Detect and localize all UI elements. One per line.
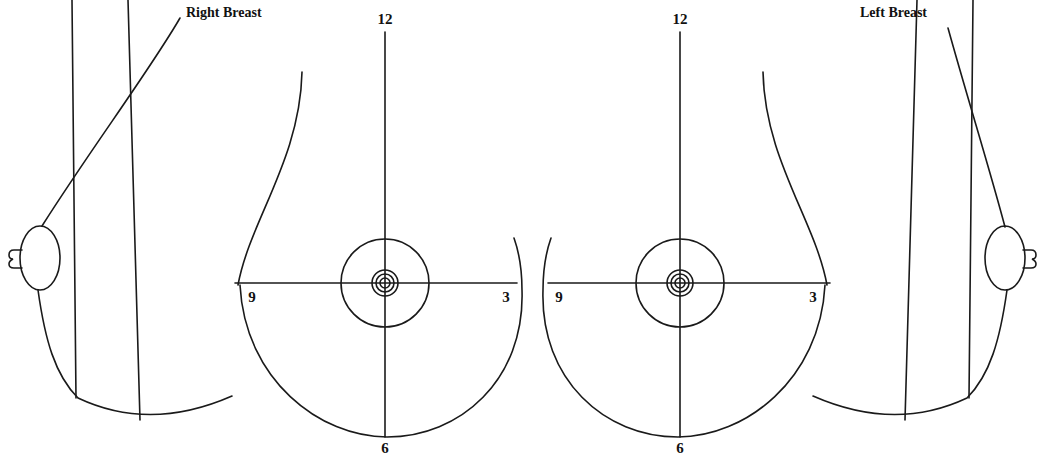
breast-upper-curve — [42, 18, 180, 226]
breast-side-label: Right Breast — [186, 6, 262, 20]
clock-position: 12 — [378, 12, 393, 27]
clock-position: 9 — [555, 290, 563, 305]
clock-position: 9 — [248, 290, 256, 305]
right-breast-front — [235, 32, 522, 437]
right-breast-profile — [9, 0, 232, 420]
clock-position: 3 — [502, 290, 510, 305]
clock-position: 6 — [676, 441, 684, 455]
breast-upper-curve — [948, 28, 1005, 227]
left-breast-front — [543, 32, 830, 437]
left-breast-profile — [813, 0, 1036, 420]
clock-position: 6 — [381, 441, 389, 455]
clock-position: 12 — [673, 12, 688, 27]
breast-side-label: Left Breast — [860, 6, 927, 20]
clock-position: 3 — [809, 290, 817, 305]
